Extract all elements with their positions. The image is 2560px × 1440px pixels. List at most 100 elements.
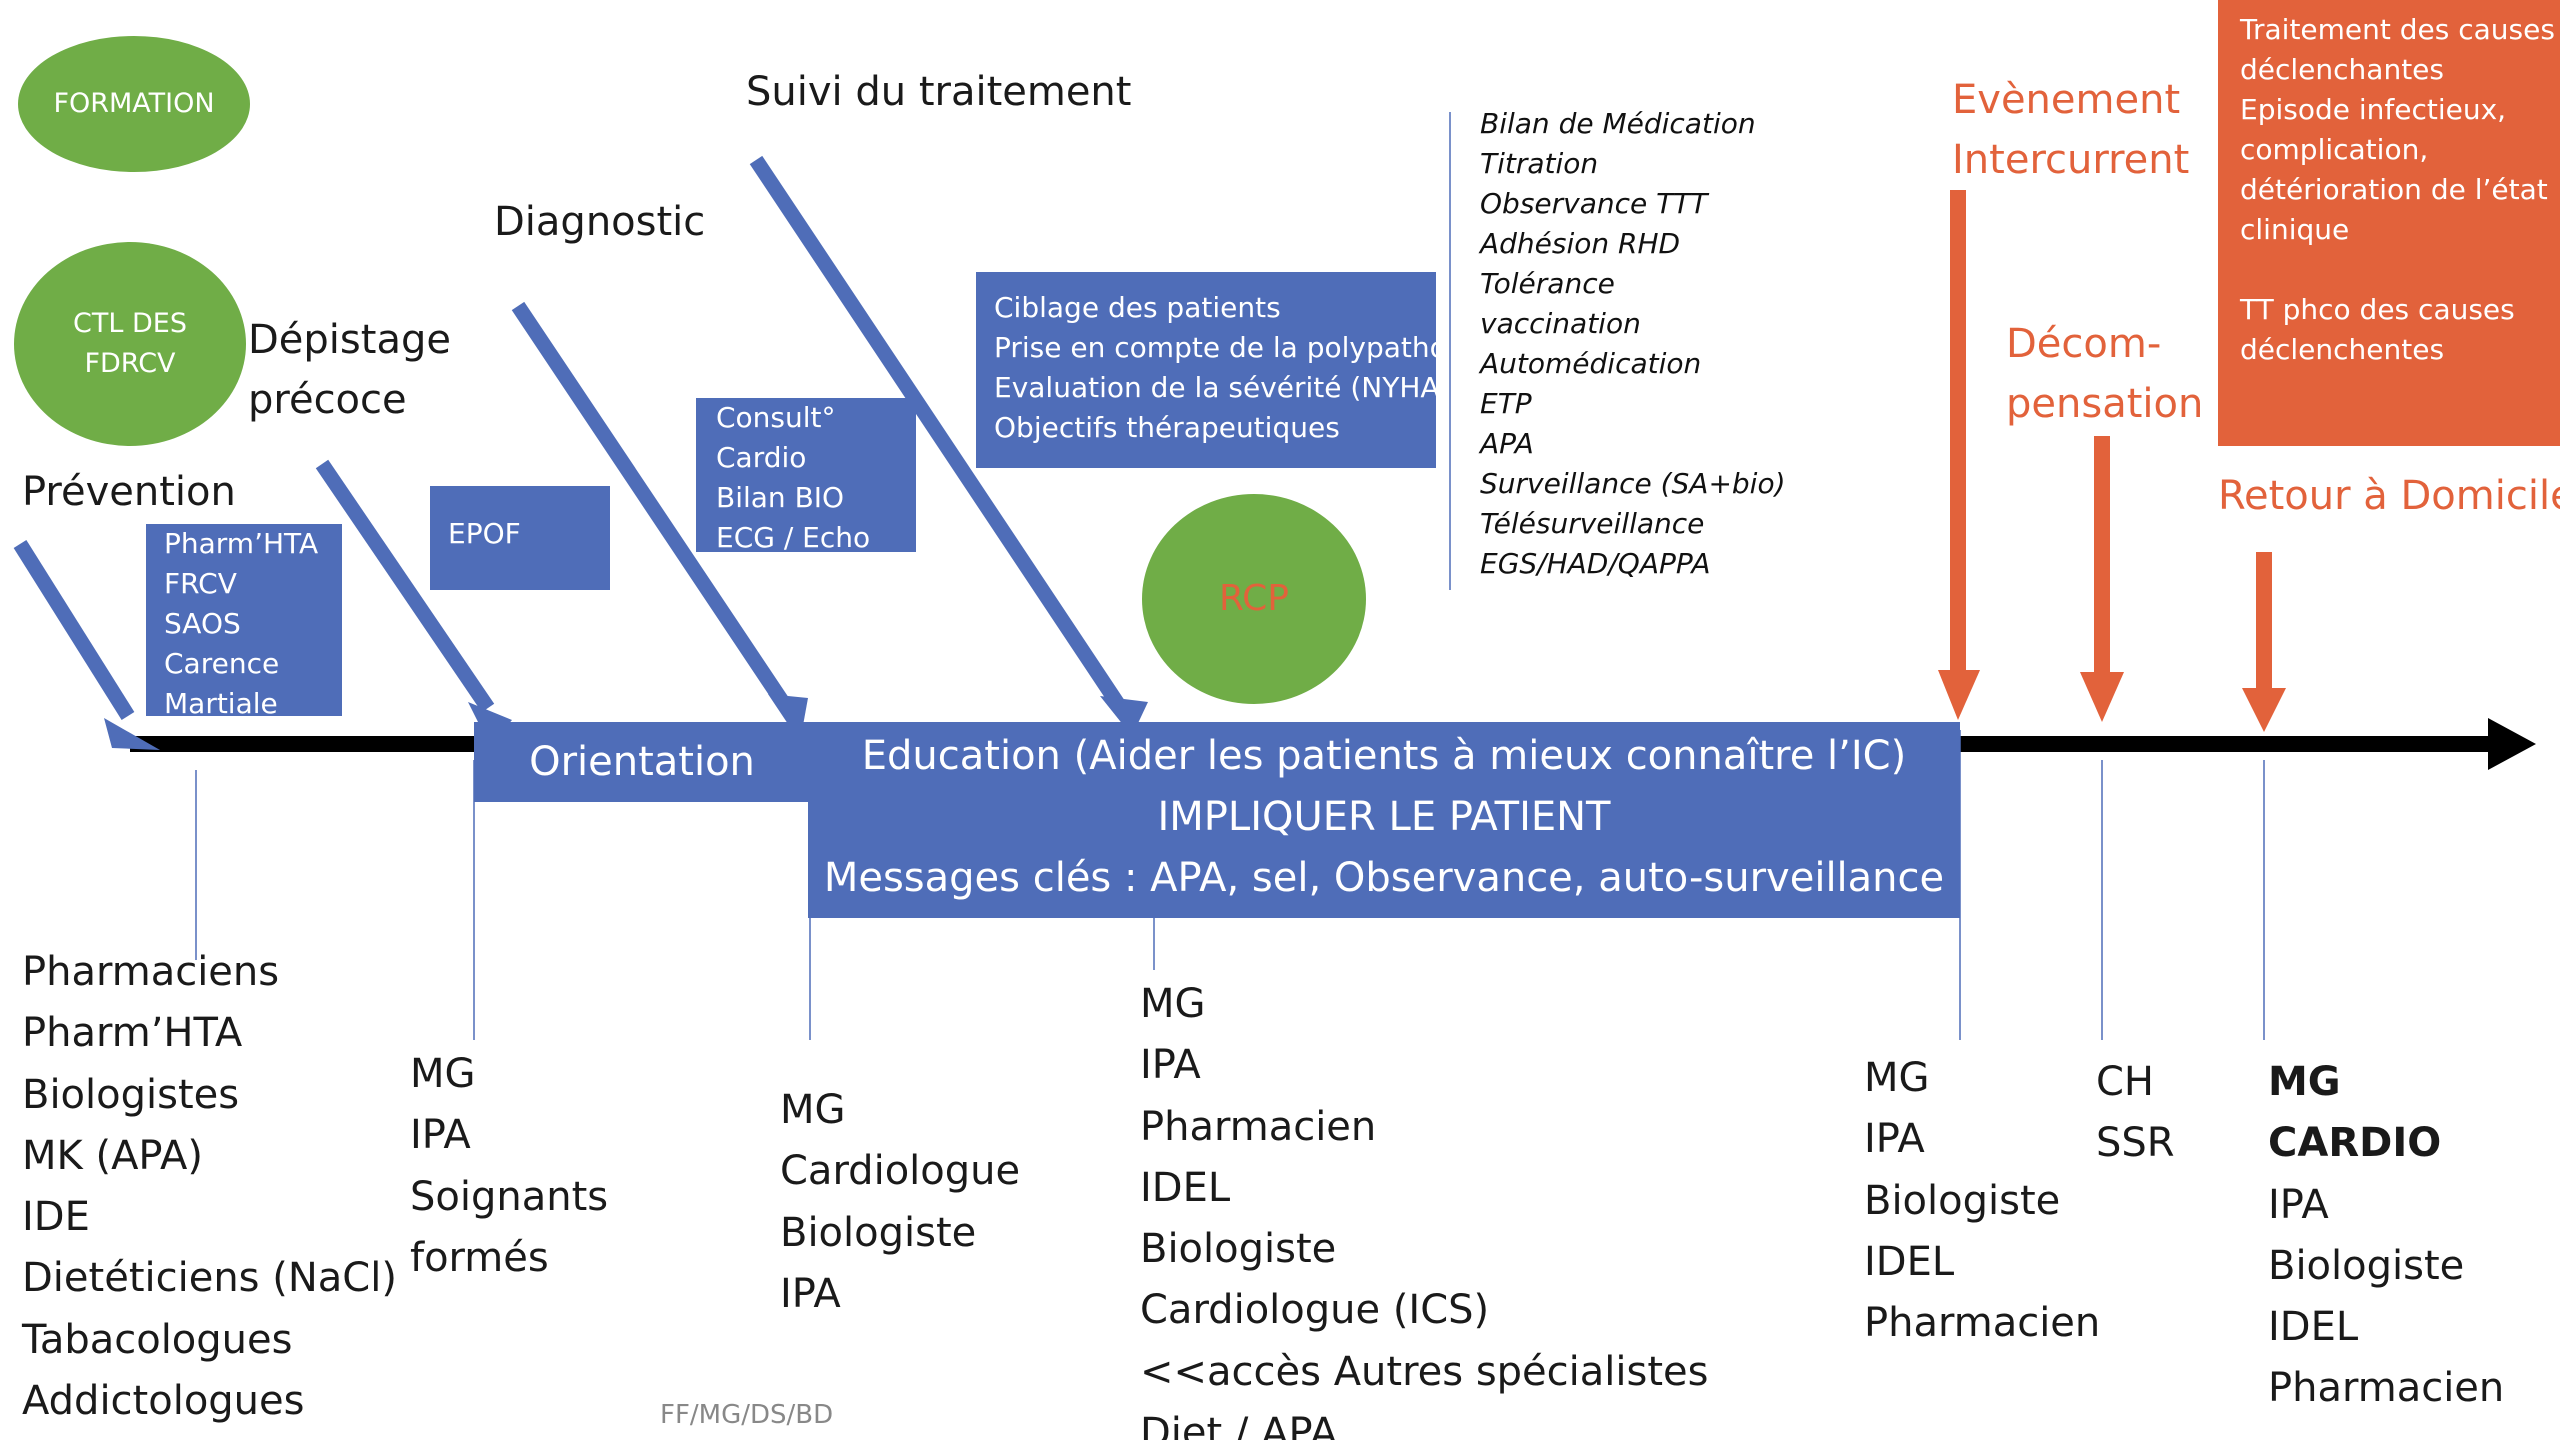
actor: MG [1864, 1055, 1930, 1101]
box-item: Prise en compte de la polypatho [994, 331, 1447, 364]
actor: Pharmacien [1140, 1103, 1377, 1150]
box-item: Objectifs thérapeutiques [994, 411, 1340, 444]
suivi-arrow [749, 155, 1125, 709]
stage-suivi: Suivi du traitement [746, 69, 1132, 115]
actor: Cardiologue [780, 1148, 1021, 1195]
box-item: EPOF [448, 517, 521, 550]
event-evenement: Evènement Intercurrent [1952, 77, 2190, 183]
suivi-list: Bilan de Médication Titration Observance… [1480, 104, 1786, 584]
diagnostic-arrow [511, 301, 791, 709]
retour-arrowhead [2242, 688, 2286, 732]
actors-col4: MG IPA Pharmacien IDEL Biologiste Cardio… [1140, 974, 1708, 1440]
actor: MG [2268, 1059, 2341, 1105]
retour-arrow [2256, 552, 2272, 688]
suivi-item: Automédication [1480, 347, 1702, 380]
event-retour: Retour à Domicile [2218, 473, 2560, 519]
box-item: Martiale [164, 687, 278, 720]
actor: Pharmacien [1864, 1300, 2101, 1347]
actor: CH [2096, 1059, 2155, 1105]
box-item: Episode infectieux, [2240, 93, 2507, 126]
orientation-box: Orientation [474, 722, 810, 802]
stage-diagnostic: Diagnostic [494, 199, 706, 245]
actor: Addictologues [22, 1378, 305, 1425]
suivi-item: Adhésion RHD [1480, 227, 1681, 260]
actor: Diet / APA [1140, 1410, 1338, 1440]
ctl-fdrcv-circle: CTL DES FDRCV [14, 242, 246, 446]
actor: Biologiste [2268, 1242, 2465, 1289]
box-item: détérioration de l’état [2240, 173, 2548, 206]
actor: MG [1140, 981, 1206, 1027]
actor: MK (APA) [22, 1132, 203, 1179]
box-item: SAOS [164, 607, 241, 640]
box-item: Bilan BIO [716, 481, 845, 514]
epof-box: EPOF [430, 486, 610, 590]
box-item: Ciblage des patients [994, 291, 1281, 324]
timeline-arrowhead [2488, 718, 2536, 770]
event-decompensation: Décom- pensation [2006, 321, 2204, 427]
actor: IDEL [1140, 1164, 1231, 1211]
actor: IDEL [2268, 1304, 2359, 1351]
actor: SSR [2096, 1120, 2175, 1167]
box-item: Pharm’HTA [164, 527, 319, 560]
actor: Biologistes [22, 1071, 240, 1118]
actor: IDE [22, 1194, 90, 1241]
actor: IPA [780, 1270, 841, 1317]
education-line: IMPLIQUER LE PATIENT [1157, 794, 1611, 840]
prevention-arrow [13, 540, 135, 720]
actor: MG [780, 1087, 846, 1133]
suivi-item: Titration [1480, 147, 1599, 180]
box-item: déclenchentes [2240, 333, 2445, 366]
suivi-item: Bilan de Médication [1480, 107, 1756, 140]
actor: Soignants [410, 1173, 609, 1220]
ciblage-box: Ciblage des patients Prise en compte de … [976, 272, 1451, 468]
actor: formés [410, 1234, 549, 1281]
actors-col6: CH SSR [2096, 1052, 2175, 1175]
suivi-item: vaccination [1480, 307, 1641, 340]
decompensation-arrow [2094, 436, 2110, 672]
actor: IDEL [1864, 1238, 1955, 1285]
consult-box: Consult° Cardio Bilan BIO ECG / Echo [696, 398, 916, 554]
depistage-arrow [315, 459, 495, 713]
box-item: clinique [2240, 213, 2350, 246]
suivi-item: Télésurveillance [1480, 507, 1705, 540]
box-item: Carence [164, 647, 280, 680]
evenement-arrow [1950, 190, 1966, 670]
actor: MG [410, 1051, 476, 1097]
actor: Pharm’HTA [22, 1010, 243, 1057]
footer-initials: FF/MG/DS/BD [660, 1400, 834, 1430]
suivi-item: APA [1480, 427, 1534, 460]
actor: <<accès Autres spécialistes [1140, 1348, 1709, 1395]
formation-circle: FORMATION [18, 36, 250, 172]
stage-prevention: Prévention [22, 469, 236, 515]
box-item: déclenchantes [2240, 53, 2444, 86]
actor: Pharmaciens [22, 949, 280, 995]
actor: Biologiste [1864, 1177, 2061, 1224]
box-item: Traitement des causes [2240, 13, 2555, 46]
prevention-items-box: Pharm’HTA FRCV SAOS Carence Martiale [146, 524, 342, 720]
actor: Dietéticiens (NaCl) [22, 1255, 397, 1302]
education-line: Messages clés : APA, sel, Observance, au… [823, 855, 1945, 901]
box-item: ECG / Echo [716, 521, 871, 554]
actor: Pharmacien [2268, 1365, 2505, 1412]
actors-col1: Pharmaciens Pharm’HTA Biologistes MK (AP… [22, 942, 397, 1432]
actors-col5: MG IPA Biologiste IDEL Pharmacien [1864, 1048, 2100, 1354]
rcp-circle: RCP [1142, 494, 1366, 704]
education-line: Education (Aider les patients à mieux co… [861, 733, 1907, 779]
suivi-item: EGS/HAD/QAPPA [1480, 547, 1711, 580]
box-item: Evaluation de la sévérité (NYHA) [994, 371, 1451, 404]
suivi-item: Surveillance (SA+bio) [1480, 467, 1786, 500]
actor: Biologiste [780, 1209, 977, 1256]
box-item: complication, [2240, 133, 2429, 166]
actors-col3: MG Cardiologue Biologiste IPA [780, 1080, 1020, 1325]
actor: CARDIO [2268, 1120, 2442, 1167]
box-item: Consult° [716, 401, 836, 434]
education-box: Education (Aider les patients à mieux co… [808, 722, 1960, 918]
actor: IPA [1140, 1042, 1201, 1089]
actor: IPA [1864, 1116, 1925, 1163]
box-item [2240, 250, 2560, 290]
suivi-item: ETP [1480, 387, 1532, 420]
box-item: TT phco des causes [2240, 293, 2515, 326]
actors-col7: MG CARDIO IPA Biologiste IDEL Pharmacien [2268, 1052, 2504, 1420]
decompensation-arrowhead [2080, 672, 2124, 722]
